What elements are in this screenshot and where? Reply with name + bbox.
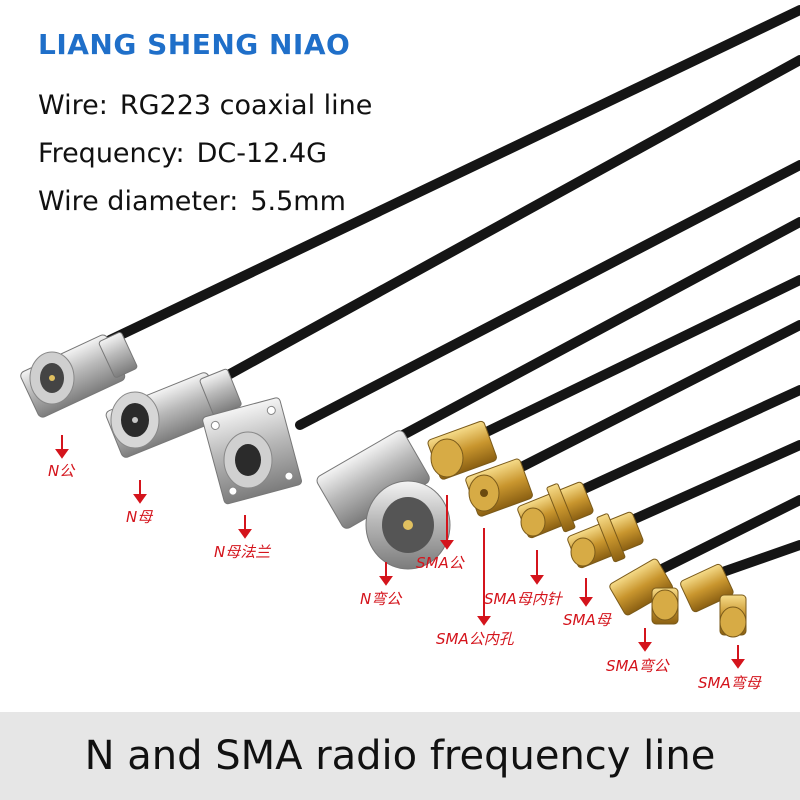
connector-n-female-flange	[202, 397, 302, 505]
cable-1	[105, 5, 800, 345]
spec-wire-value: RG223 coaxial line	[119, 90, 373, 121]
spec-wire: Wire: RG223 coaxial line	[38, 90, 372, 121]
label-n-right-angle-male: N弯公	[360, 590, 402, 608]
cables	[105, 5, 800, 585]
cable-7	[555, 385, 800, 505]
label-sma-male: SMA公	[416, 554, 464, 572]
connector-n-male	[20, 332, 138, 418]
spec-frequency: Frequency: DC-12.4G	[38, 138, 327, 169]
label-n-female-flange: N母法兰	[214, 543, 271, 561]
connector-n-right-angle-male	[316, 430, 451, 570]
cable-5	[465, 275, 800, 445]
cable-8	[605, 440, 800, 535]
connector-sma-female-inner-pin	[517, 481, 594, 539]
spec-diameter-value: 5.5mm	[250, 186, 346, 217]
cable-6	[495, 320, 800, 483]
label-sma-female-inner-pin: SMA母内针	[484, 590, 562, 608]
label-arrows	[55, 435, 745, 669]
cable-3	[295, 160, 800, 430]
spec-diameter: Wire diameter: 5.5mm	[38, 186, 346, 217]
spec-diameter-label: Wire diameter:	[38, 186, 239, 217]
connector-sma-male-inner-hole	[465, 458, 533, 517]
cable-4	[370, 217, 800, 455]
spec-frequency-value: DC-12.4G	[196, 138, 328, 169]
footer-banner-text: N and SMA radio frequency line	[84, 733, 716, 779]
footer-banner	[0, 712, 800, 800]
connector-sma-female	[567, 511, 644, 569]
label-sma-female: SMA母	[563, 611, 611, 629]
brand-title: LIANG SHENG NIAO	[38, 28, 351, 61]
cable-9	[645, 495, 800, 580]
label-sma-right-angle-female: SMA弯母	[698, 674, 761, 692]
label-sma-male-inner-hole: SMA公内孔	[436, 630, 514, 648]
connector-sma-right-angle-female	[680, 563, 747, 638]
connector-sma-right-angle-male	[609, 558, 679, 625]
label-n-male: N公	[48, 462, 75, 480]
connector-sma-male	[427, 420, 497, 480]
cable-2	[205, 55, 800, 390]
label-sma-right-angle-male: SMA弯公	[606, 657, 669, 675]
label-n-female: N母	[126, 508, 153, 526]
connector-n-female	[105, 368, 242, 458]
spec-wire-label: Wire:	[38, 90, 108, 121]
spec-frequency-label: Frequency:	[38, 138, 185, 169]
